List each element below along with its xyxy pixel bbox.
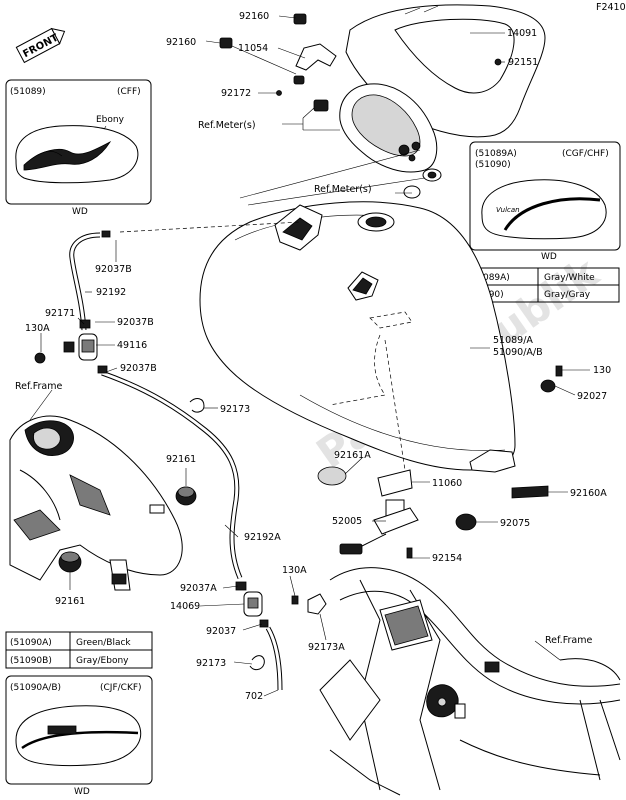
figure-code: F2410 [596,2,626,13]
screw-92172 [276,90,282,96]
damper-92161-lower [58,551,82,573]
label-92192A: 92192A [244,532,281,543]
damper-92161-upper [175,486,197,506]
label-92027: 92027 [577,391,607,402]
label-14091: 14091 [507,28,537,39]
label-92171: 92171 [45,308,75,319]
filter-14069 [235,581,269,628]
label-92192: 92192 [96,287,126,298]
ct-top-color-1: Gray/Gray [544,290,591,300]
label-92160-left: 92160 [166,37,196,48]
label-130A-bottom: 130A [282,565,307,576]
damper-92027 [540,379,556,393]
label-92037: 92037 [206,626,236,637]
label-49116: 49116 [117,340,147,351]
gasket-11060 [377,469,413,497]
inset-cjf: (51090A/B) (CJF/CKF) WD [5,675,153,797]
grommet-meter [313,99,329,112]
label-92160-top: 92160 [239,11,269,22]
label-92161A: 92161A [334,450,371,461]
label-ref-meter-top: Ref.Meter(s) [198,120,256,131]
grommet-92160-top [293,13,307,25]
clamp-92173A [307,593,327,615]
frame-left [9,415,183,591]
ct-bot-code-1: (51090B) [10,656,52,666]
label-ref-frame-left: Ref.Frame [15,381,62,392]
label-ref-meter-right: Ref.Meter(s) [314,184,372,195]
label-11060: 11060 [432,478,462,489]
label-92161-upper: 92161 [166,454,196,465]
label-92172: 92172 [221,88,251,99]
label-702: 702 [245,691,263,702]
label-92037B-3: 92037B [120,363,157,374]
inset-cff-part: (51089) [10,87,46,97]
bracket-11054 [295,43,337,71]
sender-unit-52005 [339,499,419,555]
inset-cjf-footer: WD [74,787,90,797]
valve-49116 [34,333,98,364]
color-table-bottom: (51090A) Green/Black (51090B) Gray/Ebony [5,631,153,669]
label-92075: 92075 [500,518,530,529]
meter [339,83,442,182]
ct-top-code-0: (51089A) [468,273,510,283]
label-51089: 51089/A [493,335,533,346]
inset-cjf-part: (51090A/B) [10,683,61,693]
ct-bot-code-0: (51090A) [10,638,52,648]
label-92037B-1: 92037B [95,264,132,275]
inset-cgf-variant: (CGF/CHF) [562,149,609,159]
clip-92173-top [189,398,205,413]
label-92151: 92151 [508,57,538,68]
inset-cff-variant: (CFF) [117,87,141,97]
frame-main [319,567,621,796]
label-130A-left: 130A [25,323,50,334]
ct-bot-color-1: Gray/Ebony [76,656,129,666]
pad-92160A [511,485,549,499]
label-92173-top: 92173 [220,404,250,415]
label-ref-frame-right: Ref.Frame [545,635,592,646]
label-92160A: 92160A [570,488,607,499]
label-11054: 11054 [238,43,268,54]
bolt-130 [555,365,563,377]
label-92037B-2: 92037B [117,317,154,328]
label-130: 130 [593,365,611,376]
meter-grommet-right [403,185,421,199]
pad-92161A [317,466,347,486]
label-52005: 52005 [332,516,362,527]
damper-92075 [455,513,477,531]
label-92173A: 92173A [308,642,345,653]
svg-text:Vulcan: Vulcan [496,206,520,214]
inset-cff-footer: WD [72,207,88,217]
ct-bot-color-0: Green/Black [76,638,131,648]
label-92173-bottom: 92173 [196,658,226,669]
leader-lines [29,15,590,697]
inset-cgf: (51089A) (51090) (CGF/CHF) Vulcan WD [469,141,621,262]
inset-cgf-part-a: (51089A) [475,149,517,159]
grommet-92160-left [219,37,233,49]
inset-cgf-footer: WD [541,252,557,262]
label-14069: 14069 [170,601,200,612]
inset-cff-color: Ebony [96,115,125,125]
label-51090: 51090/A/B [493,347,543,358]
part-labels: 92160 92160 11054 14091 92151 92172 Ref.… [15,11,611,702]
inset-cgf-part-b: (51090) [475,160,511,170]
screw-92154 [406,547,413,559]
ct-top-color-0: Gray/White [544,273,595,283]
label-92161-lower: 92161 [55,596,85,607]
clip-92173-bottom [249,655,265,671]
inset-cjf-variant: (CJF/CKF) [100,683,142,693]
fuel-tank [199,201,516,473]
inset-cff: (51089) (CFF) Ebony WD [5,79,152,217]
bolt-130A-bottom [291,595,299,605]
label-92037A: 92037A [180,583,217,594]
label-92154: 92154 [432,553,462,564]
front-badge: FRONT [15,27,66,64]
